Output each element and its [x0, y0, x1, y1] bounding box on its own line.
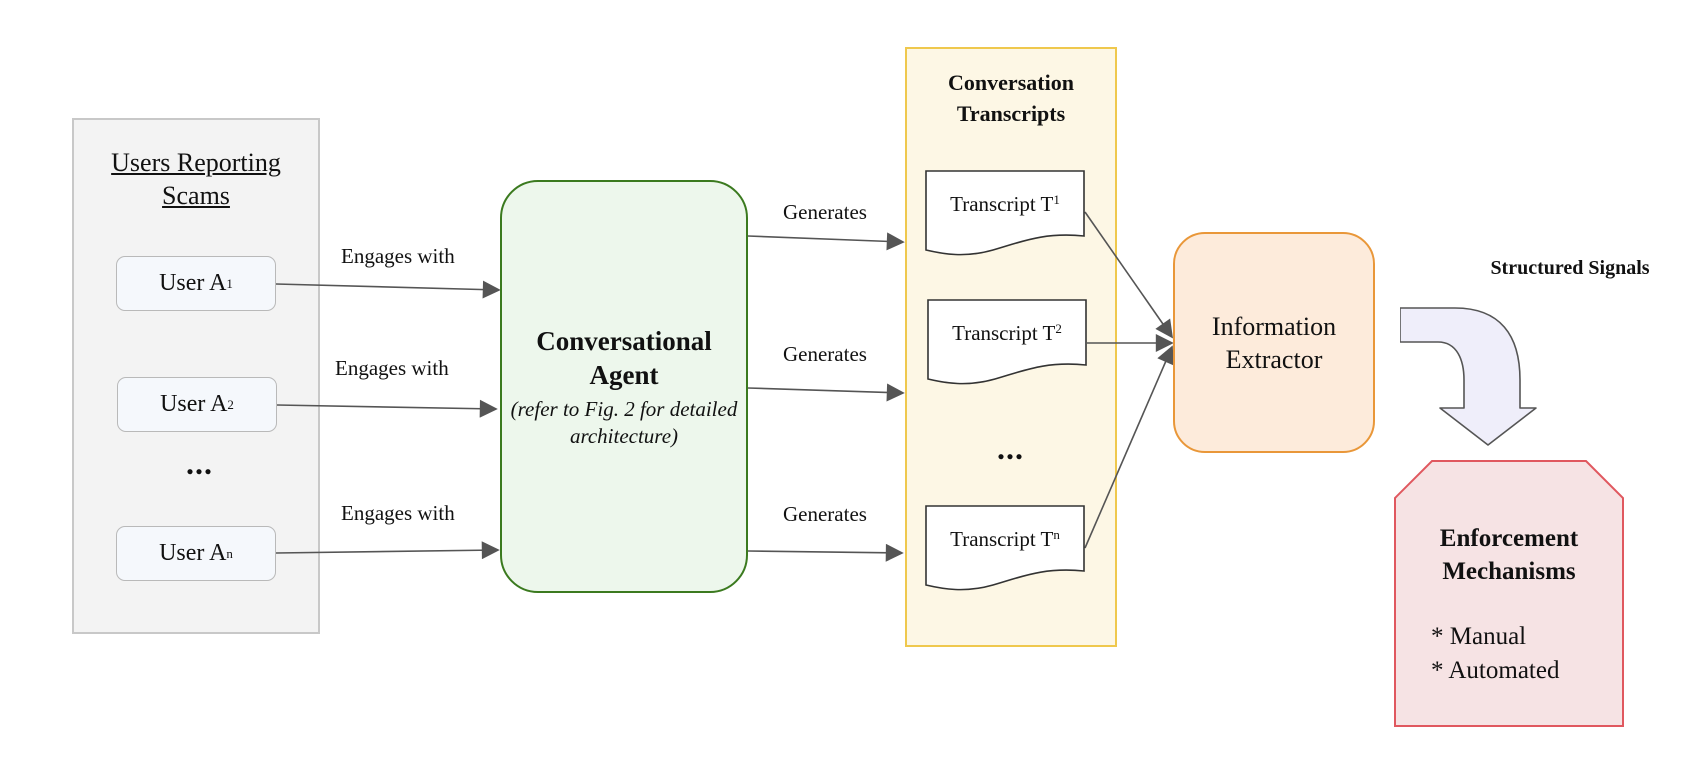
edge-agent-to-t2	[747, 383, 905, 402]
document-shape-icon	[927, 299, 1087, 385]
edge-agent-to-t1	[747, 232, 905, 251]
engages-with-label-1: Engages with	[341, 244, 455, 268]
document-shape-icon	[925, 505, 1085, 591]
user-a1-subscript: 1	[226, 275, 233, 291]
agent-title: Conversational Agent	[536, 325, 712, 390]
information-extractor-node[interactable]: Information Extractor	[1173, 232, 1375, 453]
enforcement-mechanisms-node[interactable]: Enforcement Mechanisms * Manual * Automa…	[1394, 460, 1624, 728]
generates-label-2: Generates	[783, 342, 867, 366]
conversational-agent-node[interactable]: Conversational Agent (refer to Fig. 2 fo…	[500, 180, 748, 593]
edge-agent-to-tn	[747, 543, 904, 562]
generates-label-3: Generates	[783, 502, 867, 526]
transcripts-group-title: Conversation Transcripts	[948, 70, 1074, 126]
user-a1-label: User A	[159, 270, 227, 296]
document-shape-icon	[925, 170, 1085, 256]
structured-signals-label: Structured Signals	[1490, 257, 1650, 279]
user-a2-subscript: 2	[227, 396, 234, 412]
users-ellipsis: ...	[186, 445, 213, 481]
transcript-t2-label: Transcript T	[952, 321, 1056, 345]
user-an-subscript: n	[226, 545, 233, 561]
transcript-tn-subscript: n	[1053, 527, 1060, 542]
engages-with-label-2: Engages with	[335, 356, 449, 380]
transcript-t2-subscript: 2	[1055, 321, 1062, 336]
enforcement-item-automated: * Automated	[1431, 657, 1560, 684]
user-a2-label: User A	[160, 391, 228, 417]
users-group-title: Users Reporting Scams	[111, 148, 281, 210]
generates-label-1: Generates	[783, 200, 867, 224]
enforcement-shape-icon	[1394, 460, 1624, 727]
transcript-t1-label: Transcript T	[950, 192, 1054, 216]
enforcement-list: * Manual * Automated	[1431, 620, 1559, 688]
transcripts-ellipsis: ...	[997, 430, 1024, 466]
enforcement-item-manual: * Manual	[1431, 623, 1527, 650]
structured-signals-arrow-icon	[1400, 307, 1537, 446]
agent-subtitle: (refer to Fig. 2 for detailed architectu…	[510, 396, 738, 448]
transcript-t1-subscript: 1	[1053, 192, 1060, 207]
enforcement-title: Enforcement Mechanisms	[1439, 525, 1579, 585]
engages-with-label-3: Engages with	[341, 501, 455, 525]
transcript-tn-label: Transcript T	[950, 527, 1054, 551]
user-an-label: User A	[159, 540, 227, 566]
extractor-label: Information Extractor	[1211, 311, 1337, 374]
